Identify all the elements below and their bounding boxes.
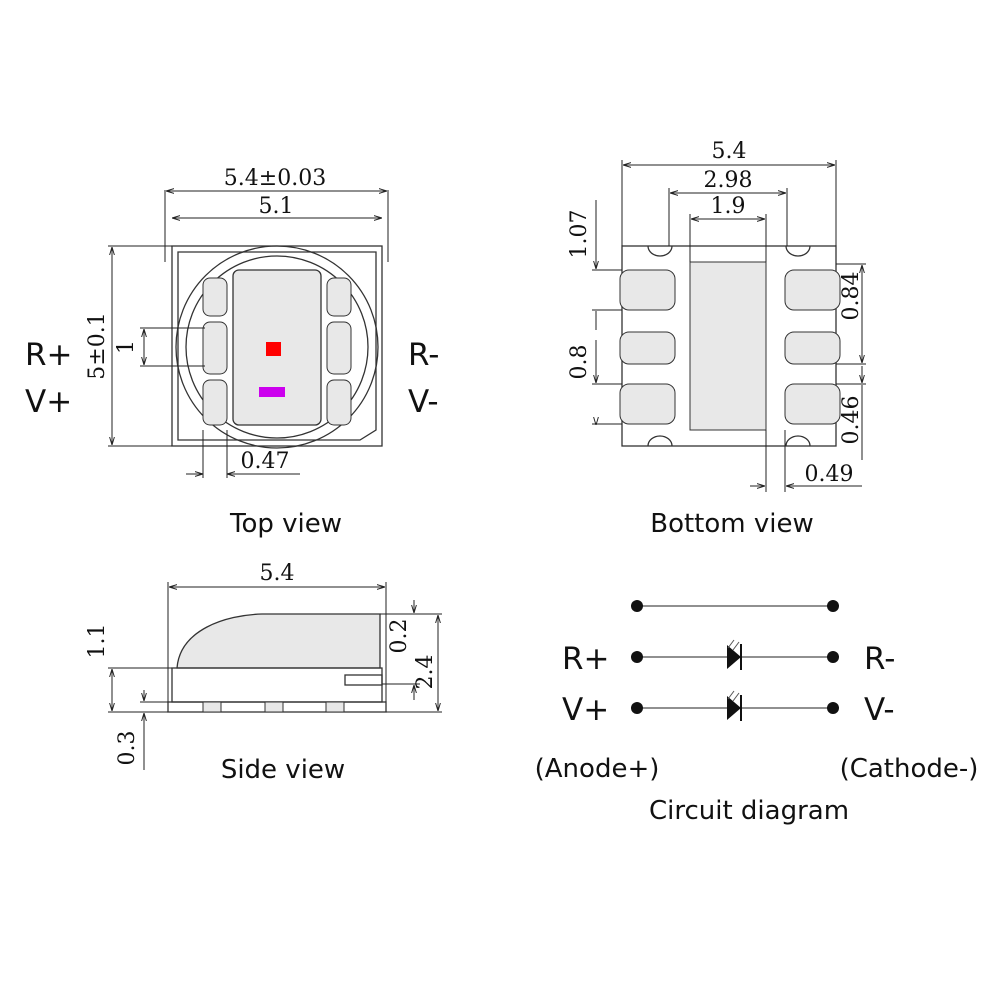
bottom-dim-center: 1.9 [711, 194, 746, 219]
circuit-red-led [631, 639, 839, 670]
circuit-diagram: R+ V+ R- V- (Anode+) (Cathode-) Circuit … [535, 600, 979, 826]
side-view-dimension-lines [108, 582, 442, 770]
top-view-package [171, 245, 383, 449]
circuit-label-v-minus: V- [864, 692, 895, 728]
side-dim-base: 0.3 [115, 731, 140, 766]
bottom-view-package [619, 245, 841, 447]
bottom-view-dimension-lines [592, 160, 866, 492]
bottom-dim-pad-h: 0.8 [567, 345, 592, 380]
top-view-caption: Top view [229, 509, 342, 539]
top-label-r-minus: R- [408, 337, 439, 373]
top-dim-pad: 1 [114, 340, 139, 354]
red-chip [266, 342, 281, 356]
side-view: 5.4 1.1 0.3 0.2 2.4 Side view [85, 561, 442, 785]
bottom-dim-pad-pitch: 0.84 [839, 272, 864, 321]
bottom-dim-pad-span: 2.98 [704, 168, 753, 193]
top-view-dimension-lines [108, 190, 389, 478]
side-dim-dome: 1.1 [85, 624, 110, 659]
side-view-caption: Side view [221, 755, 345, 785]
side-dim-top: 0.2 [387, 619, 412, 654]
circuit-wire-top [631, 600, 839, 612]
top-dim-width-tol: 5.4±0.03 [224, 166, 326, 191]
bottom-dim-pad-w: 0.49 [805, 462, 854, 487]
bottom-view-caption: Bottom view [650, 509, 814, 539]
circuit-label-r-plus: R+ [562, 641, 610, 677]
bottom-dim-pad-gap: 0.46 [839, 396, 864, 445]
circuit-label-anode: (Anode+) [535, 754, 660, 784]
circuit-label-v-plus: V+ [562, 692, 609, 728]
top-dim-gap: 0.47 [241, 449, 290, 474]
violet-chip [259, 387, 285, 397]
top-dim-height-tol: 5±0.1 [85, 312, 110, 379]
circuit-label-r-minus: R- [864, 641, 895, 677]
bottom-dim-top: 1.07 [567, 210, 592, 259]
circuit-violet-led [631, 690, 839, 721]
top-label-v-minus: V- [408, 384, 439, 420]
bottom-dim-width: 5.4 [712, 139, 747, 164]
top-view: 5.4±0.03 5.1 5±0.1 1 0.47 R+ V+ R- V- To… [25, 166, 439, 539]
circuit-label-cathode: (Cathode-) [840, 754, 979, 784]
bottom-view: 5.4 2.98 1.9 1.07 0.8 0.84 0.46 0.49 Bot… [567, 139, 866, 539]
side-dim-total: 2.4 [413, 655, 438, 690]
top-label-r-plus: R+ [25, 337, 73, 373]
top-label-v-plus: V+ [25, 384, 72, 420]
top-dim-width: 5.1 [259, 194, 294, 219]
side-dim-width: 5.4 [260, 561, 295, 586]
circuit-diagram-caption: Circuit diagram [649, 796, 849, 826]
side-view-package [167, 613, 387, 713]
